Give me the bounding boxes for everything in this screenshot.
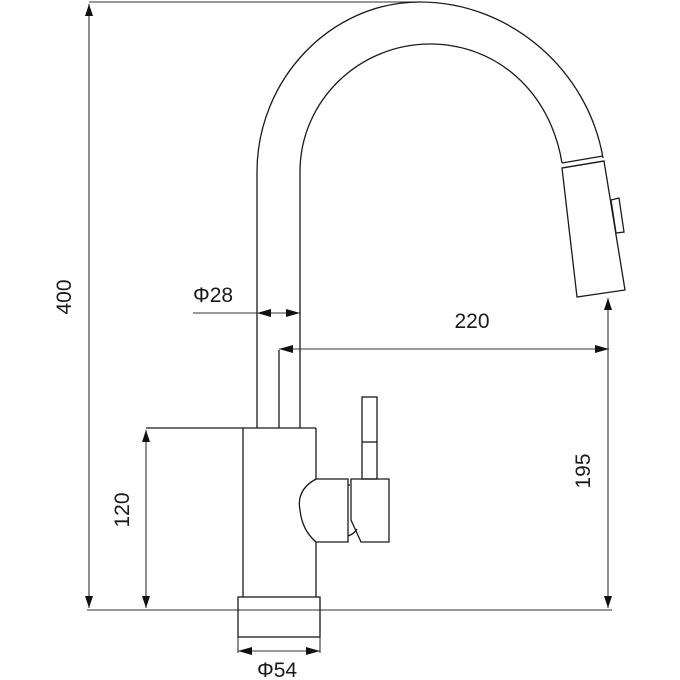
arrow-down-icon [142, 596, 150, 608]
faucet-body [146, 427, 317, 597]
arrow-down-icon [604, 596, 612, 608]
gooseneck-spout [256, 1, 604, 428]
spray-head-band-top [561, 155, 604, 164]
spray-head-body [561, 160, 626, 298]
arrow-left-icon [238, 647, 252, 655]
handle-dome [298, 478, 317, 543]
handle-hub-curve [347, 528, 358, 537]
dimension-label-28: Φ28 [193, 284, 233, 307]
dimension-label-195: 195 [572, 453, 595, 488]
dimension-spout-reach: 220 [279, 310, 609, 353]
arrow-left-icon [257, 309, 271, 317]
dimension-body-height: 120 [111, 430, 150, 608]
dimension-overall-height: 400 [53, 1, 420, 608]
base-flange [237, 596, 321, 638]
handle-lever [350, 396, 390, 543]
dimension-label-54: Φ54 [257, 659, 297, 680]
arrow-down-icon [85, 596, 93, 608]
dimension-outlet-height: 195 [572, 298, 612, 608]
arrow-left-icon [279, 345, 293, 353]
lever-stem [361, 396, 378, 480]
spray-button [610, 197, 625, 234]
dimension-base-diameter: Φ54 [237, 637, 321, 680]
dimension-label-400: 400 [53, 279, 76, 314]
arrow-right-icon [595, 345, 609, 353]
arrow-up-icon [85, 4, 93, 16]
spout-inner-contour [299, 43, 563, 428]
handle-hub [316, 478, 349, 543]
mixer-handle [298, 478, 358, 543]
pull-down-spray-head [561, 155, 626, 298]
spout-outer-contour [256, 1, 604, 428]
dimension-label-220: 220 [454, 310, 489, 333]
arrow-right-icon [286, 309, 300, 317]
base-flange-outline [237, 596, 321, 638]
lever-block [350, 478, 390, 543]
dimension-spout-diameter: Φ28 [193, 284, 300, 317]
arrow-up-icon [142, 430, 150, 442]
dimension-label-120: 120 [111, 492, 134, 527]
arrow-up-icon [604, 298, 612, 310]
arrow-right-icon [306, 647, 320, 655]
